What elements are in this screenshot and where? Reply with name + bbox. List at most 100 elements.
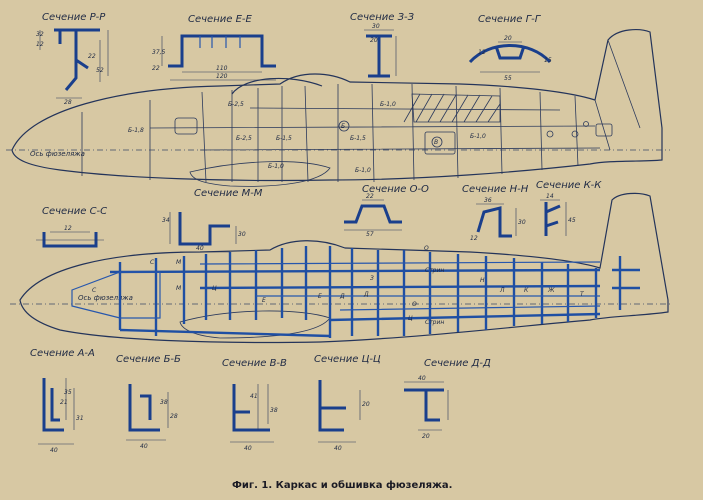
skin-marker-circle bbox=[431, 136, 443, 148]
section-ee-title: Сечение Е-Е bbox=[188, 14, 252, 25]
frame-stringers bbox=[199, 261, 601, 311]
section-cc-dim: 20 bbox=[362, 401, 370, 408]
section-rr-dim: 28 bbox=[64, 99, 72, 106]
section-gg-dim: 20 bbox=[504, 35, 512, 42]
frame-fin-posts bbox=[612, 256, 640, 310]
section-bb-dim: 28 bbox=[170, 413, 178, 420]
skin-panel-label: Б-1,0 bbox=[268, 163, 284, 170]
section-cc-dims bbox=[318, 390, 361, 443]
frame-mark: Ц bbox=[408, 315, 413, 322]
section-vv-dims bbox=[230, 384, 274, 443]
frame-stringer-label: Стрин bbox=[425, 267, 444, 274]
section-zz-dim: 20 bbox=[370, 37, 378, 44]
section-zz-title: Сечение З-З bbox=[350, 12, 415, 23]
section-gg-profile bbox=[468, 44, 552, 64]
skin-access-panel-2 bbox=[424, 131, 456, 155]
frame-mark: Д bbox=[363, 291, 369, 298]
section-dd-dim: 20 bbox=[422, 433, 430, 440]
section-dd-dim: 40 bbox=[418, 375, 426, 382]
frame-wing-fairing bbox=[179, 310, 331, 339]
figure-caption: Фиг. 1. Каркас и обшивка фюзеляжа. bbox=[232, 479, 452, 491]
section-ee-dim: 37,5 bbox=[152, 49, 166, 56]
skin-canopy bbox=[231, 77, 323, 95]
frame-engine-mount bbox=[71, 271, 161, 319]
section-kk-dim: 45 bbox=[568, 217, 576, 224]
section-dd: Сечение Д-Д 40 20 bbox=[404, 358, 491, 440]
section-oo-dims bbox=[344, 199, 402, 231]
skin-access-panel-3 bbox=[595, 123, 613, 137]
section-gg-dim: 12 bbox=[478, 49, 486, 56]
section-rr-title: Сечение Р-Р bbox=[42, 12, 106, 23]
section-mm: Сечение М-М 34 30 40 bbox=[162, 188, 263, 253]
section-bb-profile bbox=[128, 384, 160, 432]
section-nn: Сечение Н-Н 36 30 12 bbox=[462, 184, 529, 242]
frame-view: Ось фюзеляжа Стрин Стрин С С М М Ц Е Е Д… bbox=[10, 192, 670, 344]
frame-mark: О bbox=[412, 301, 417, 308]
section-vv-title: Сечение В-В bbox=[222, 358, 287, 369]
section-vv: Сечение В-В 41 38 40 bbox=[222, 358, 287, 452]
section-aa-dims bbox=[38, 378, 75, 445]
section-cc-dim: 40 bbox=[334, 445, 342, 452]
section-rr-dim: 52 bbox=[96, 67, 104, 74]
frame-mark: З bbox=[370, 275, 374, 282]
skin-fuselage-outline bbox=[11, 29, 663, 182]
section-aa: Сечение А-А 35 21 31 40 bbox=[30, 348, 95, 454]
skin-panel-label: Б-1,0 bbox=[355, 167, 371, 174]
section-oo-dim: 22 bbox=[366, 193, 374, 200]
skin-access-panel-1 bbox=[174, 117, 198, 135]
skin-marker: Б bbox=[341, 123, 345, 130]
frame-mark: Д bbox=[339, 293, 345, 300]
skin-wing-fairing bbox=[189, 161, 331, 187]
frame-axis-label: Ось фюзеляжа bbox=[78, 294, 133, 302]
section-rr-dim: 22 bbox=[88, 53, 96, 60]
section-kk-title: Сечение К-К bbox=[536, 180, 602, 191]
section-rr-profile bbox=[54, 28, 100, 91]
section-kk-dim: 14 bbox=[546, 193, 554, 200]
section-cc: Сечение Ц-Ц 20 40 bbox=[314, 354, 381, 452]
frame-mark: К bbox=[524, 287, 529, 294]
skin-axis-label: Ось фюзеляжа bbox=[30, 150, 85, 158]
section-ee-dim: 22 bbox=[152, 65, 160, 72]
skin-panel-label: Б-1,0 bbox=[380, 101, 396, 108]
section-oo-title: Сечение О-О bbox=[362, 184, 429, 195]
section-rr-dims bbox=[39, 30, 109, 99]
section-aa-title: Сечение А-А bbox=[30, 348, 95, 359]
section-rr-dim: 32 bbox=[36, 31, 44, 38]
section-zz-dim: 30 bbox=[372, 23, 380, 30]
section-rr-dim: 12 bbox=[36, 41, 44, 48]
frame-mark: Л bbox=[499, 287, 505, 294]
frame-mark: Н bbox=[480, 277, 485, 284]
frame-mark: Т bbox=[580, 291, 585, 298]
section-mm-dim: 40 bbox=[196, 245, 204, 252]
frame-mark: С bbox=[92, 287, 97, 294]
section-aa-dim: 21 bbox=[60, 399, 68, 406]
section-dd-dims bbox=[404, 381, 449, 431]
section-mm-profile bbox=[178, 212, 230, 246]
section-kk-dims bbox=[540, 199, 567, 236]
section-ee-profile bbox=[168, 34, 276, 68]
section-bb-dims bbox=[126, 392, 169, 441]
skin-fin-lines bbox=[594, 39, 641, 151]
skin-hole-1 bbox=[546, 130, 554, 138]
section-bb-title: Сечение Б-Б bbox=[116, 354, 181, 365]
section-gg-dim: 15 bbox=[544, 57, 552, 64]
section-vv-dim: 41 bbox=[250, 393, 258, 400]
section-rr: Сечение Р-Р 32 12 22 52 28 bbox=[36, 12, 109, 106]
skin-hatched-panel bbox=[403, 93, 501, 123]
section-ss-dims bbox=[36, 231, 104, 241]
section-bb-dim: 38 bbox=[160, 399, 168, 406]
section-bb-dim: 40 bbox=[140, 443, 148, 450]
section-ee: Сечение Е-Е 37,5 22 110 120 bbox=[152, 14, 276, 81]
section-vv-dim: 38 bbox=[270, 407, 278, 414]
section-mm-dim: 30 bbox=[238, 231, 246, 238]
section-kk-profile bbox=[544, 202, 561, 236]
skin-hole-3 bbox=[583, 121, 589, 127]
frame-mark: Ж bbox=[547, 287, 555, 294]
section-gg-dims bbox=[480, 41, 540, 73]
section-oo-profile bbox=[344, 204, 402, 224]
section-mm-dim: 34 bbox=[162, 217, 170, 224]
skin-view: Ось фюзеляжа Б-1,8 Б-2,5 Б-2,5 Б-1,0 Б-1… bbox=[6, 29, 670, 187]
section-gg-title: Сечение Г-Г bbox=[478, 14, 542, 25]
skin-marker-circle bbox=[338, 120, 350, 132]
section-bb: Сечение Б-Б 38 28 40 bbox=[116, 354, 181, 450]
